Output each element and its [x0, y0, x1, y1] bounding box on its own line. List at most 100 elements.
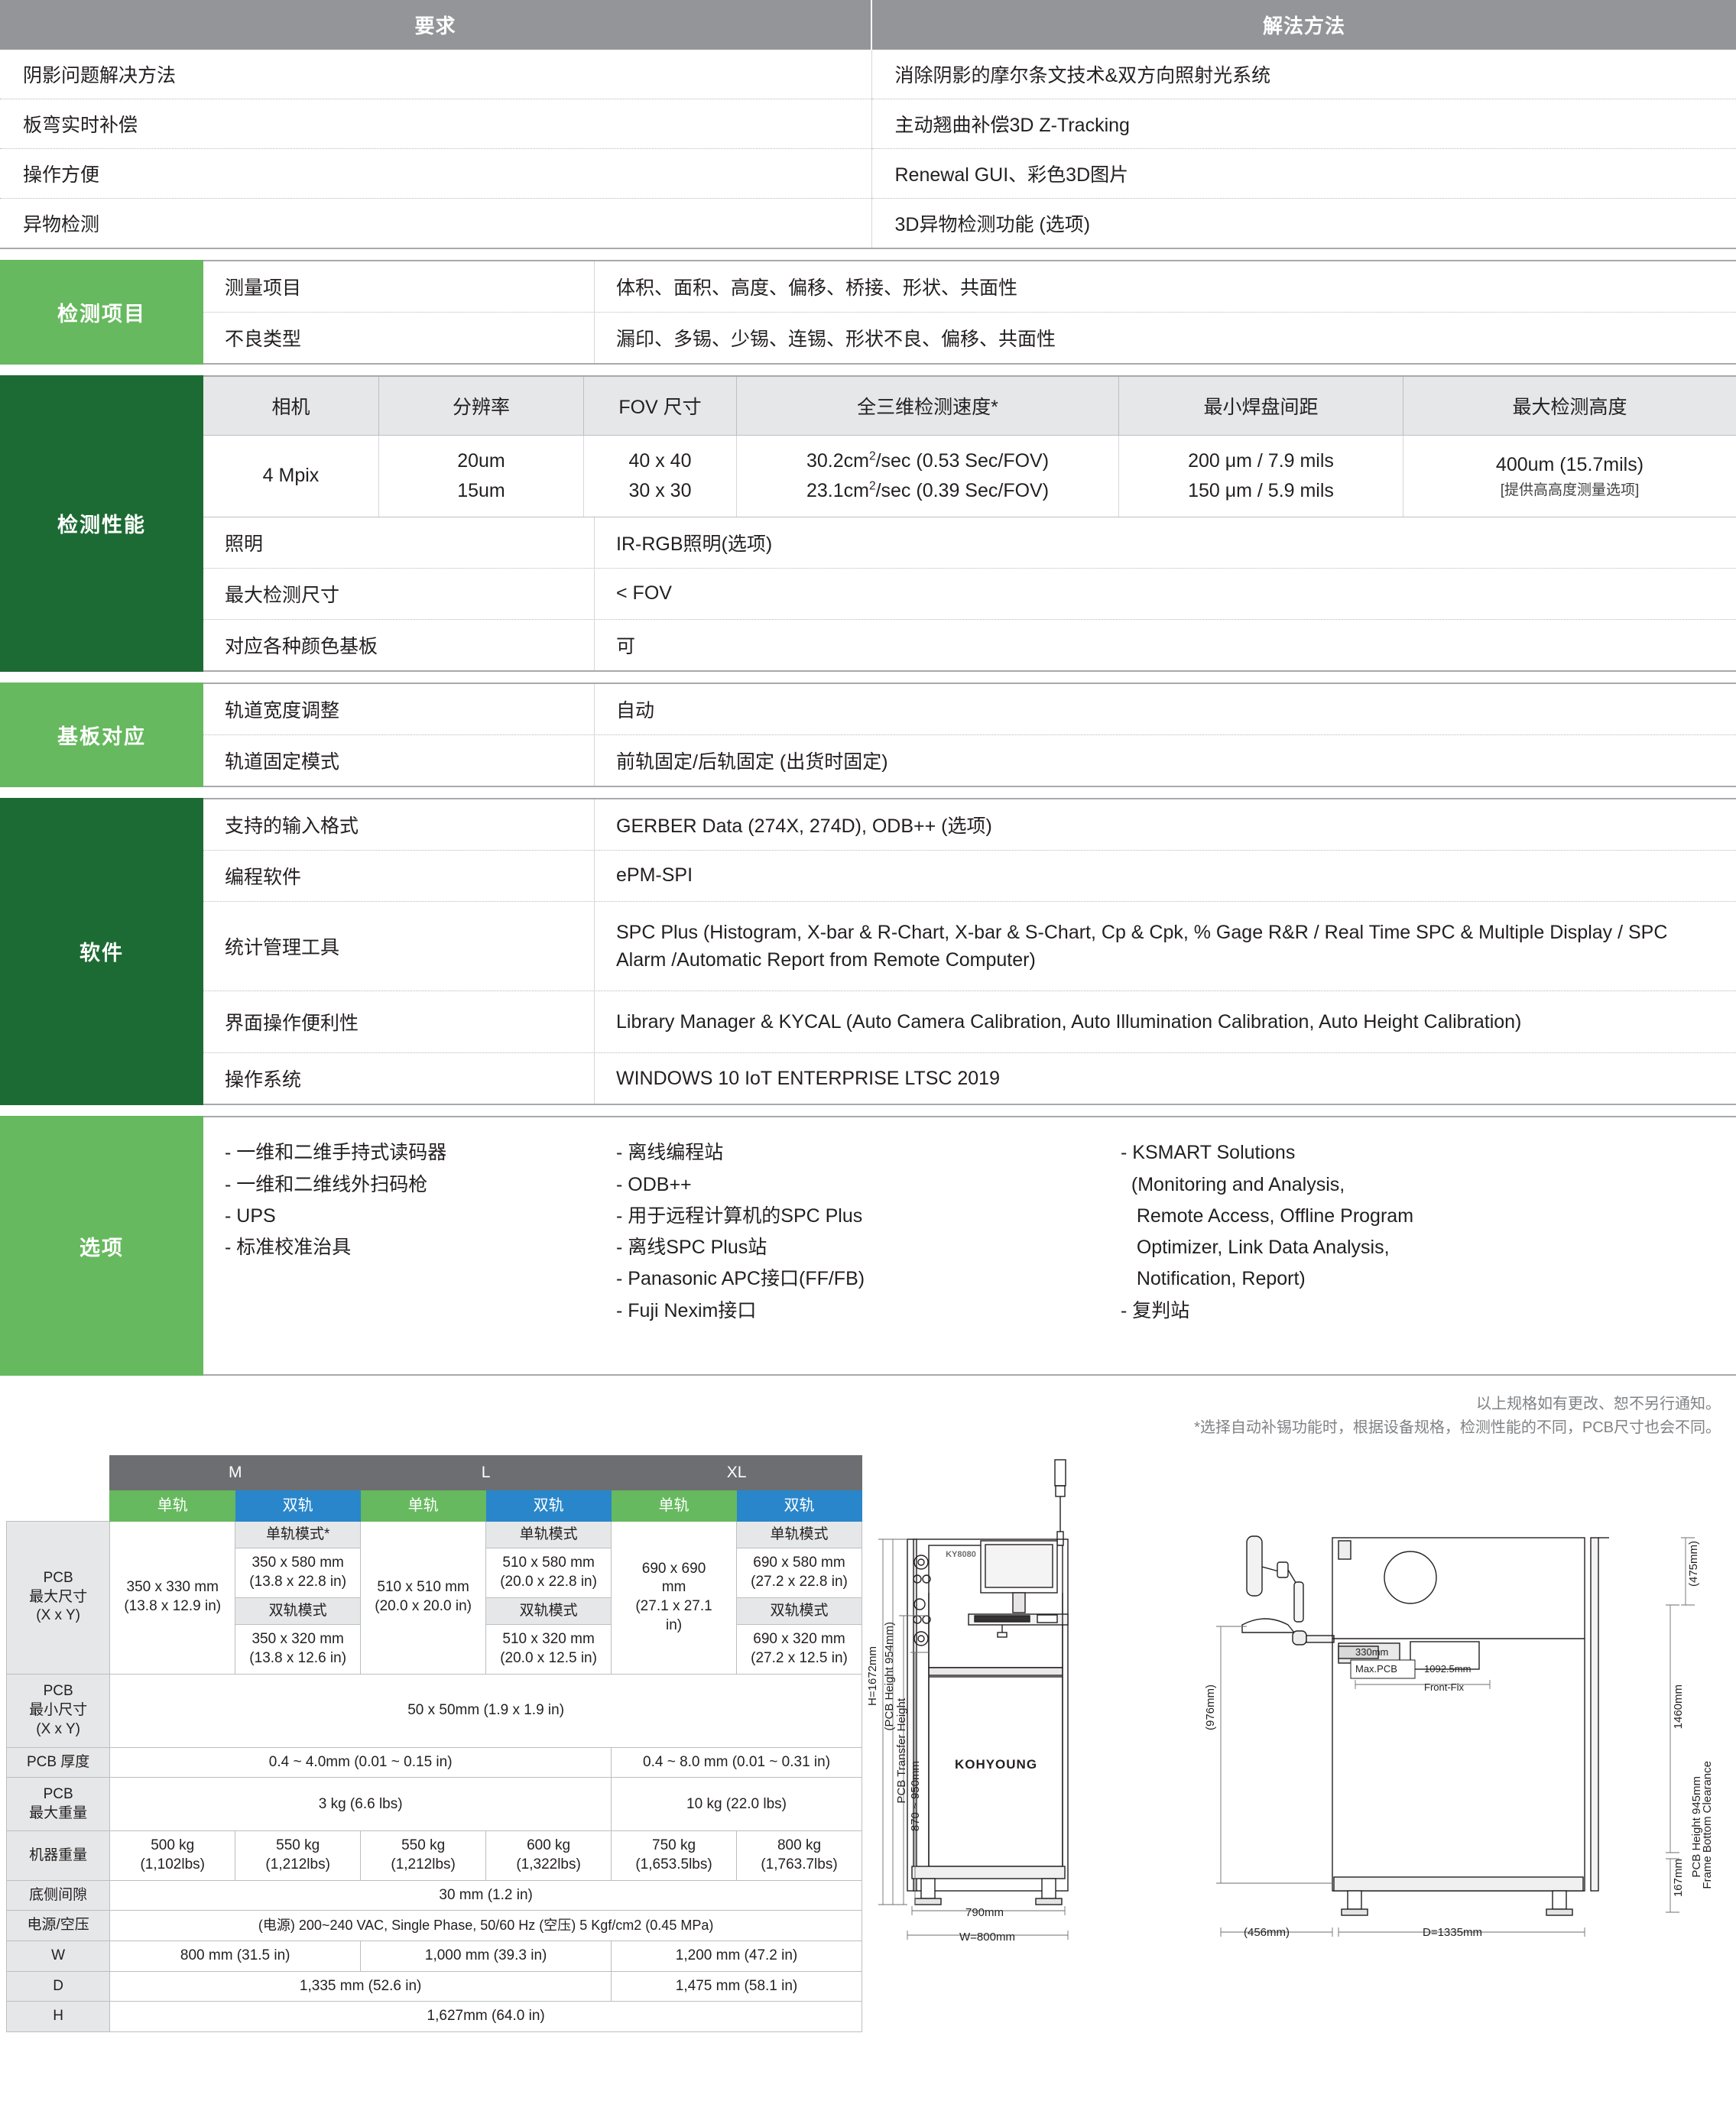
lane-m-single: 单轨	[109, 1489, 236, 1522]
rowhdr-line: 最小尺寸	[29, 1701, 88, 1718]
dimension-spec-table-wrap: M L XL 单轨 双轨 单轨 双轨 单轨 双轨	[0, 1455, 862, 2033]
option-item: - UPS	[225, 1205, 276, 1227]
header-solution: 解法方法	[871, 0, 1736, 50]
pcb-weight-row: PCB 最大重量 3 kg (6.6 lbs) 10 kg (22.0 lbs)	[5, 1777, 862, 1832]
val-line: (1,653.5lbs)	[635, 1856, 712, 1873]
mode-label-m-dual: 双轨模式	[235, 1597, 362, 1626]
val-pcb-min: 50 x 50mm (1.9 x 1.9 in)	[109, 1673, 862, 1748]
col-header-camera: 相机	[203, 377, 379, 435]
performance-header-row: 相机 分辨率 FOV 尺寸 全三维检测速度* 最小焊盘间距 最大检测高度	[203, 377, 1736, 436]
spec-key: 操作系统	[203, 1053, 595, 1104]
power-row: 电源/空压 (电源) 200~240 VAC, Single Phase, 50…	[5, 1910, 862, 1942]
table-row: 异物检测 3D异物检测功能 (选项)	[0, 198, 1736, 249]
side-view-svg	[1216, 1535, 1695, 1937]
section-label-software: 软件	[0, 797, 203, 1106]
requirement-cell: 阴影问题解决方法	[0, 50, 871, 99]
val-line: 350 x 330 mm	[126, 1579, 219, 1596]
spec-row: 轨道固定模式 前轨固定/后轨固定 (出货时固定)	[203, 734, 1736, 786]
val-line: (27.1 x 27.1	[635, 1598, 712, 1615]
lane-l-dual: 双轨	[485, 1489, 612, 1522]
val-line: 690 x 580 mm	[753, 1555, 845, 1571]
speed-line-2: 23.1cm2/sec (0.39 Sec/FOV)	[806, 479, 1050, 501]
val-clearance: 30 mm (1.2 in)	[109, 1879, 862, 1911]
spec-key: 测量项目	[203, 261, 595, 312]
max-height-value: 400um (15.7mils)	[1495, 453, 1644, 475]
spec-key: 编程软件	[203, 850, 595, 901]
val-machine-weight: 500 kg (1,102lbs)	[109, 1830, 236, 1881]
solution-cell: Renewal GUI、彩色3D图片	[871, 148, 1736, 199]
spec-key: 轨道固定模式	[203, 734, 595, 786]
label-outer-width: W=800mm	[959, 1931, 1015, 1944]
val-xl-dual-single-mode: 690 x 580 mm (27.2 x 22.8 in)	[736, 1548, 862, 1598]
rowhdr-clearance: 底侧间隙	[5, 1879, 111, 1911]
spec-row: 界面操作便利性 Library Manager & KYCAL (Auto Ca…	[203, 991, 1736, 1054]
option-item: - KSMART Solutions	[1121, 1142, 1296, 1164]
footnote-line-2: *选择自动补锡功能时，根据设备规格，检测性能的不同，PCB尺寸也会不同。	[1194, 1419, 1721, 1437]
options-column-2: - 离线编程站 - ODB++ - 用于远程计算机的SPC Plus - 离线S…	[616, 1137, 1121, 1327]
footnotes: 以上规格如有更改、恕不另行通知。 *选择自动补锡功能时，根据设备规格，检测性能的…	[0, 1376, 1736, 1444]
label-side-depth: D=1335mm	[1423, 1926, 1482, 1940]
requirement-cell: 板弯实时补偿	[0, 99, 871, 149]
col-header-pad-pitch: 最小焊盘间距	[1119, 377, 1403, 435]
section-body: - 一维和二维手持式读码器 - 一维和二维线外扫码枪 - UPS - 标准校准治…	[203, 1116, 1736, 1376]
val-line: 690 x 690	[641, 1560, 706, 1577]
option-item: - 一维和二维线外扫码枪	[225, 1173, 428, 1195]
rowhdr-machine-weight: 机器重量	[5, 1830, 111, 1881]
lane-header-row: 单轨 双轨 单轨 双轨 单轨 双轨	[7, 1489, 862, 1522]
option-item: - 离线SPC Plus站	[616, 1237, 767, 1258]
option-item: - 离线编程站	[616, 1142, 724, 1164]
lane-xl-single: 单轨	[611, 1489, 738, 1522]
table-row: 操作方便 Renewal GUI、彩色3D图片	[0, 148, 1736, 199]
mode-label-l-single: 单轨模式	[485, 1520, 612, 1549]
footnote-line-1: 以上规格如有更改、恕不另行通知。	[1476, 1396, 1721, 1413]
rowhdr-line: (X x Y)	[36, 1607, 80, 1624]
value-camera: 4 Mpix	[203, 436, 379, 517]
option-item: Notification, Report)	[1121, 1268, 1306, 1290]
val-machine-weight: 750 kg (1,653.5lbs)	[611, 1830, 738, 1881]
pcb-max-single-mode-values: 350 x 580 mm (13.8 x 22.8 in) 510 x 580 …	[7, 1548, 862, 1598]
rowhdr-pcb-weight: PCB 最大重量	[5, 1777, 111, 1832]
brand-label: KOHYOUNG	[955, 1757, 1037, 1772]
val-l-single: 510 x 510 mm (20.0 x 20.0 in)	[360, 1520, 487, 1675]
val-line: 510 x 510 mm	[377, 1579, 469, 1596]
val-width-m: 800 mm (31.5 in)	[109, 1941, 362, 1972]
rowhdr-line: (X x Y)	[36, 1720, 80, 1737]
performance-value-row: 4 Mpix 20um 15um 40 x 40 30 x 30 30.2cm2…	[203, 436, 1736, 517]
lane-xl-dual: 双轨	[736, 1489, 862, 1522]
val-l-dual-single-mode: 510 x 580 mm (20.0 x 22.8 in)	[485, 1548, 612, 1598]
label-side-1460: 1460mm	[1672, 1684, 1685, 1730]
val-line: 600 kg	[527, 1837, 571, 1854]
val-line: (20.0 x 22.8 in)	[500, 1573, 597, 1590]
option-item: - 复判站	[1121, 1299, 1190, 1321]
resolution-line-2: 15um	[457, 479, 505, 501]
mode-label-l-dual: 双轨模式	[485, 1597, 612, 1626]
val-machine-weight: 550 kg (1,212lbs)	[360, 1830, 487, 1881]
val-line: (1,212lbs)	[265, 1856, 330, 1873]
val-line: 800 kg	[777, 1837, 822, 1854]
val-line: (13.8 x 22.8 in)	[249, 1573, 347, 1590]
section-label-inspection-items: 检测项目	[0, 260, 203, 365]
requirement-cell: 操作方便	[0, 148, 871, 199]
spec-key: 支持的输入格式	[203, 799, 595, 850]
header-requirement: 要求	[0, 0, 871, 50]
val-l-dual-dual-mode: 510 x 320 mm (20.0 x 12.5 in)	[485, 1624, 612, 1675]
label-pcb-1092: 1092.5mm	[1424, 1663, 1472, 1675]
option-item: Optimizer, Link Data Analysis,	[1121, 1237, 1390, 1258]
val-m-dual-dual-mode: 350 x 320 mm (13.8 x 12.6 in)	[235, 1624, 362, 1675]
table-row: 板弯实时补偿 主动翘曲补偿3D Z-Tracking	[0, 99, 1736, 149]
front-view-drawing: KOHYOUNG KY8080	[866, 1455, 1204, 1994]
val-pcb-thickness-1: 0.4 ~ 4.0mm (0.01 ~ 0.15 in)	[109, 1746, 612, 1778]
val-machine-weight: 550 kg (1,212lbs)	[235, 1830, 362, 1881]
options-column-3: - KSMART Solutions (Monitoring and Analy…	[1121, 1137, 1736, 1327]
label-transfer-range: 870 ~ 950mm	[909, 1761, 922, 1832]
mode-label-xl-dual: 双轨模式	[736, 1597, 862, 1626]
option-item: - ODB++	[616, 1173, 692, 1195]
val-line: (20.0 x 20.0 in)	[375, 1598, 472, 1615]
label-pcb-height: (PCB Height 954mm)	[883, 1622, 896, 1731]
mode-label-m-single: 单轨模式*	[235, 1520, 362, 1549]
section-body: 相机 分辨率 FOV 尺寸 全三维检测速度* 最小焊盘间距 最大检测高度 4 M…	[203, 375, 1736, 672]
spec-row: 编程软件 ePM-SPI	[203, 850, 1736, 902]
val-line: 510 x 320 mm	[502, 1631, 595, 1648]
val-line: mm	[661, 1579, 686, 1596]
spec-sheet-page: 要求 解法方法 阴影问题解决方法 消除阴影的摩尔条文技术&双方向照射光系统 板弯…	[0, 0, 1736, 2033]
